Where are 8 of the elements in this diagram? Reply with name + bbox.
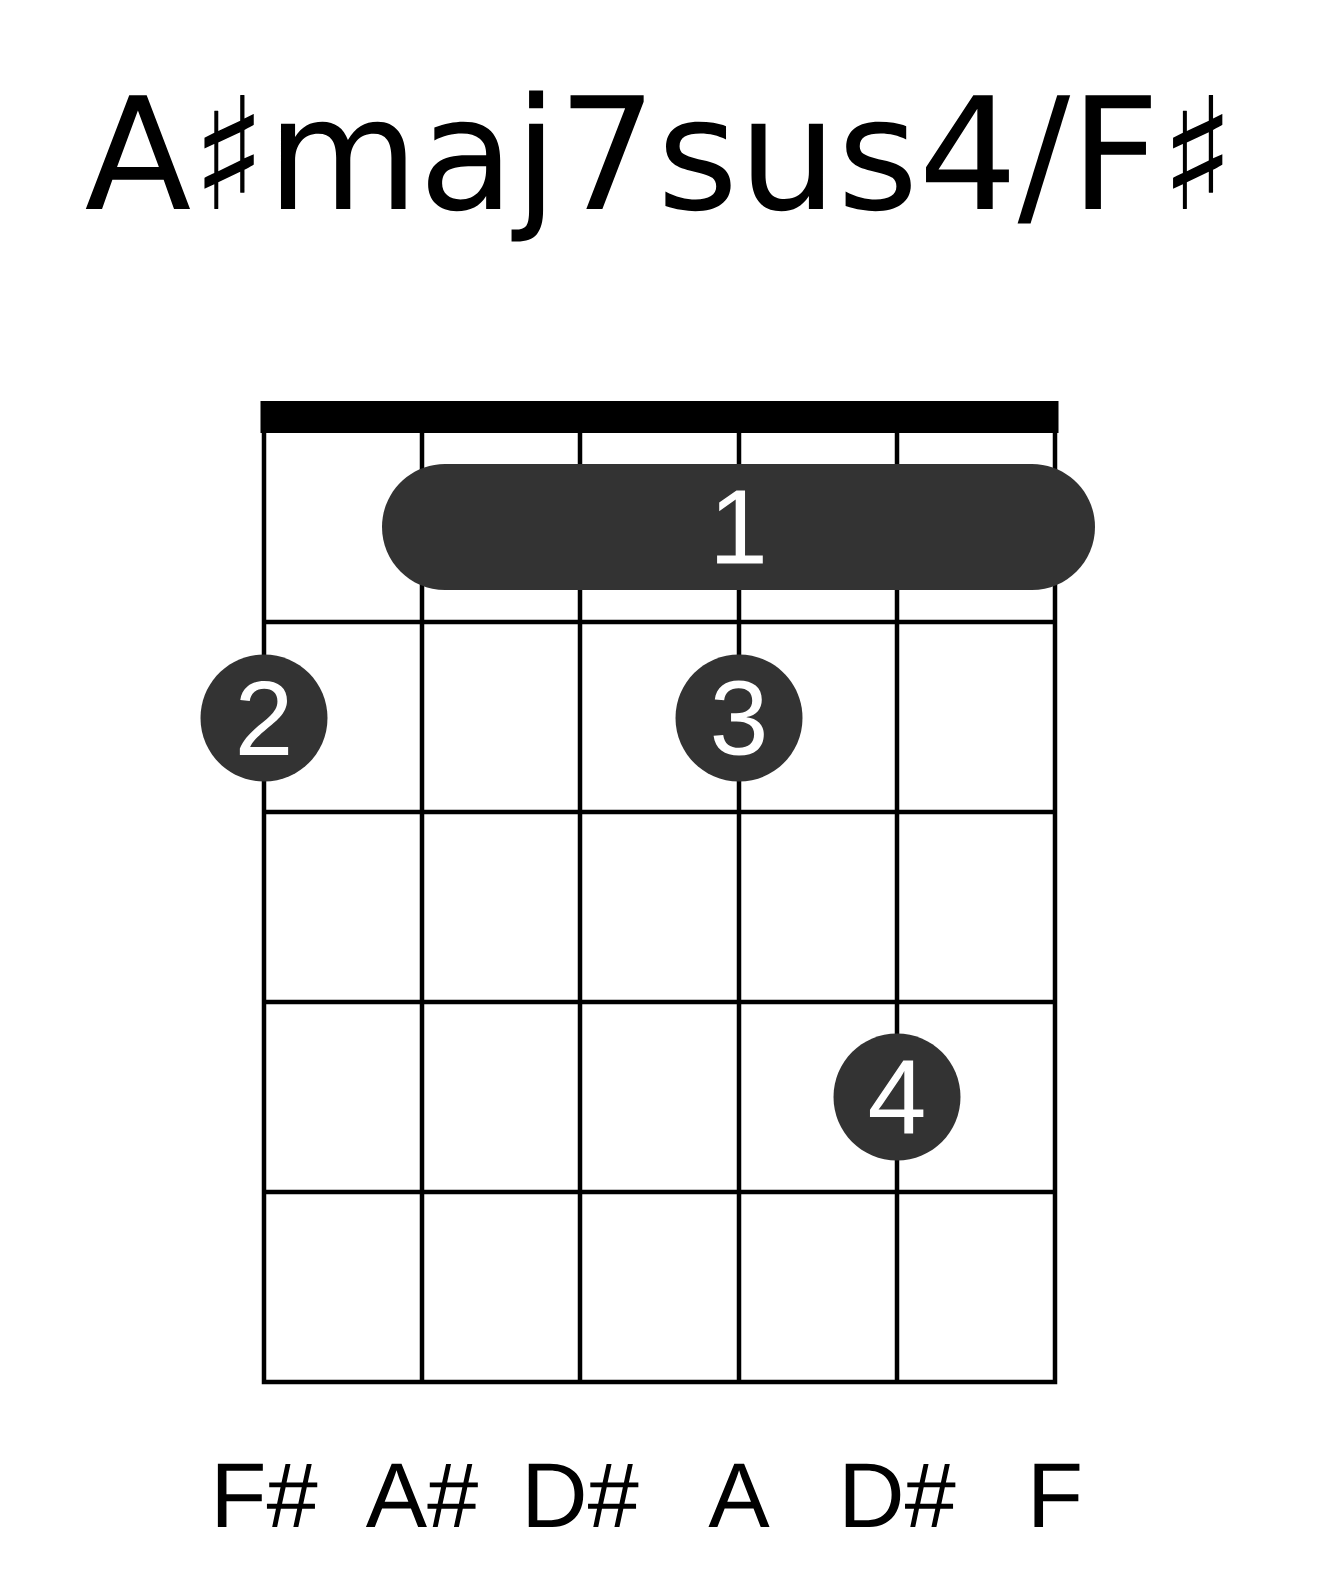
string-note: D# xyxy=(845,1463,956,1527)
string-note: A# xyxy=(365,1463,478,1527)
finger-barre: 1 xyxy=(382,464,1095,590)
chord-title: A♯maj7sus4/F♯ xyxy=(85,90,1223,242)
string-note: F xyxy=(1034,1463,1080,1527)
string-note: D# xyxy=(528,1463,639,1527)
string-note: F# xyxy=(217,1463,318,1527)
string-note: A xyxy=(708,1463,770,1527)
